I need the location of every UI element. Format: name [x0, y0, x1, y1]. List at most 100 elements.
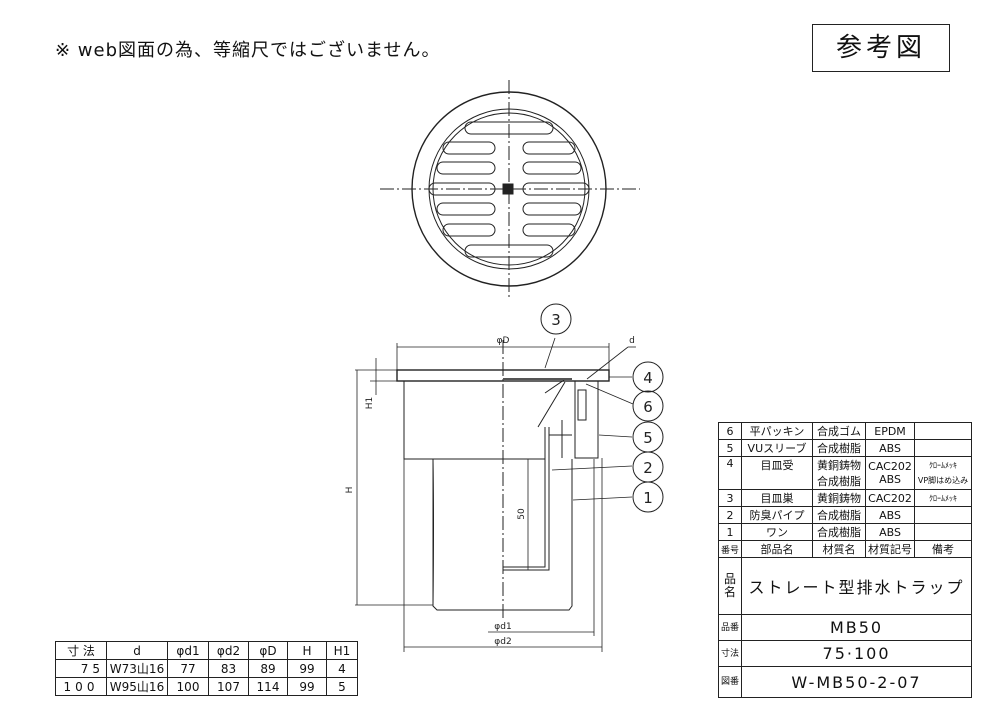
title-row-product-name: 品名ストレート型排水トラップ — [717, 557, 972, 615]
cell — [914, 523, 972, 541]
cell: ｸﾛｰﾑﾒｯｷ — [914, 489, 972, 507]
cell: 合成樹脂 — [817, 475, 862, 488]
cell — [914, 439, 972, 457]
cell: 100 — [55, 677, 107, 696]
cell: 99 — [287, 659, 327, 678]
balloon-4: 4 — [643, 369, 653, 387]
cell: ABS — [865, 523, 916, 541]
cell: 100 — [167, 677, 209, 696]
table-row: 100 W95山16 100 107 114 99 5 — [55, 677, 358, 696]
cell: 107 — [208, 677, 249, 696]
cell: 77 — [167, 659, 209, 678]
header-cell: H1 — [326, 641, 358, 660]
balloon-5: 5 — [643, 429, 653, 447]
product-number: MB50 — [741, 614, 972, 641]
cell: W73山16 — [106, 659, 168, 678]
top-view — [380, 80, 640, 298]
dimension-lines — [355, 337, 636, 652]
balloon-1: 1 — [643, 489, 653, 507]
dim-H: H — [345, 487, 355, 494]
cell: 黄銅鋳物 — [817, 459, 862, 472]
size: 75·100 — [741, 640, 972, 667]
header-cell: d — [106, 641, 168, 660]
dim-d: d — [629, 336, 635, 346]
table-header-row: 番号部品名材質名材質記号備考 — [717, 540, 972, 558]
header-cell: 材質記号 — [865, 540, 916, 558]
header-cell: 寸 法 — [55, 641, 107, 660]
title-label: 図番 — [717, 666, 743, 698]
scale-note: ※ web図面の為、等縮尺ではございません。 — [55, 40, 441, 61]
header-cell: 備考 — [914, 540, 972, 558]
dim-phiD: φD — [497, 336, 510, 346]
title-label: 寸法 — [717, 640, 743, 667]
cell: VUスリーブ — [741, 439, 814, 457]
cell: 114 — [248, 677, 288, 696]
cell — [914, 506, 972, 524]
reference-label: 参考図 — [812, 24, 950, 72]
header-cell: 部品名 — [741, 540, 814, 558]
header-cell: H — [287, 641, 327, 660]
cell: ｸﾛｰﾑﾒｯｷ — [929, 461, 958, 470]
table-header-row: 寸 法 d φd1 φd2 φD H H1 — [55, 641, 358, 660]
cell: 75 — [55, 659, 107, 678]
cell: 合成ゴム — [812, 422, 867, 440]
cell — [914, 422, 972, 440]
cell: ワン — [741, 523, 814, 541]
cell: CAC202 — [865, 489, 916, 507]
cell: 合成樹脂 — [812, 506, 867, 524]
table-row: 75 W73山16 77 83 89 99 4 — [55, 659, 358, 678]
cell: 4 — [717, 456, 743, 490]
cell: 黄銅鋳物 — [812, 489, 867, 507]
balloons — [540, 303, 664, 513]
cell: 3 — [717, 489, 743, 507]
cell: CAC202 — [868, 460, 912, 473]
cell: 5 — [326, 677, 358, 696]
title-label: 品番 — [717, 614, 743, 641]
cell: 防臭パイプ — [741, 506, 814, 524]
balloon-2: 2 — [643, 459, 653, 477]
title-label: 品名 — [717, 557, 743, 615]
product-name: ストレート型排水トラップ — [741, 557, 972, 615]
cell: 1 — [717, 523, 743, 541]
cell: 平パッキン — [741, 422, 814, 440]
header-cell: 材質名 — [812, 540, 867, 558]
header-cell: φD — [248, 641, 288, 660]
dim-H1: H1 — [365, 397, 375, 410]
cell: VP脚はめ込み — [917, 476, 969, 485]
dim-50: 50 — [517, 508, 527, 520]
cell: 99 — [287, 677, 327, 696]
cell: W95山16 — [106, 677, 168, 696]
dim-phid1: φd1 — [494, 622, 511, 632]
cell: 89 — [248, 659, 288, 678]
cell: 4 — [326, 659, 358, 678]
header-cell: 番号 — [717, 540, 743, 558]
balloon-6: 6 — [643, 398, 653, 416]
header-cell: φd2 — [208, 641, 249, 660]
cell: EPDM — [865, 422, 916, 440]
cell: 目皿受 — [741, 456, 814, 490]
section-view — [396, 340, 610, 620]
cell: 83 — [208, 659, 249, 678]
balloon-3: 3 — [551, 311, 561, 329]
dim-phid2: φd2 — [494, 637, 511, 647]
cell: ABS — [865, 439, 916, 457]
cell: ABS — [865, 506, 916, 524]
header-cell: φd1 — [167, 641, 209, 660]
cell: 2 — [717, 506, 743, 524]
cell: 目皿巣 — [741, 489, 814, 507]
cell: 合成樹脂 — [812, 523, 867, 541]
dimension-table: 寸 法 d φd1 φd2 φD H H1 75 W73山16 77 83 89… — [55, 641, 358, 696]
cell: 6 — [717, 422, 743, 440]
cell: 5 — [717, 439, 743, 457]
